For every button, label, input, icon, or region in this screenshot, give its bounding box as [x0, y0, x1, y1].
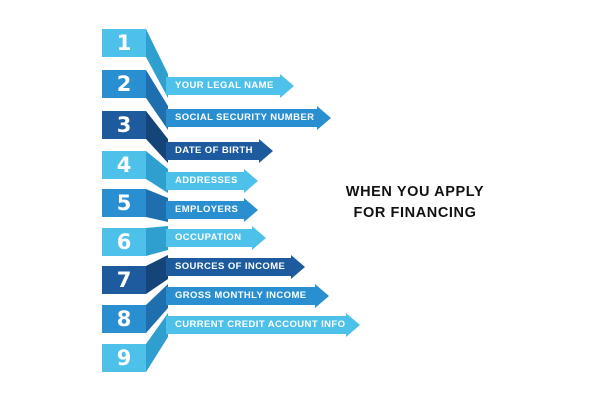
step-label-5: EMPLOYERS	[166, 201, 244, 219]
step-number-3: 3	[102, 111, 146, 139]
step-label-7: SOURCES OF INCOME	[166, 258, 291, 276]
step-label-9: CURRENT CREDIT ACCOUNT INFO	[166, 316, 346, 334]
arrow-head-icon	[291, 255, 305, 279]
step-connector-2	[146, 70, 168, 130]
headline-line-2: FOR FINANCING	[353, 205, 477, 221]
step-number-7: 7	[102, 266, 146, 294]
step-number-5: 5	[102, 189, 146, 217]
step-connector-8	[146, 284, 168, 333]
arrow-head-icon	[244, 169, 258, 193]
arrow-head-icon	[252, 226, 266, 250]
step-connector-9	[146, 313, 168, 372]
step-number-4: 4	[102, 151, 146, 179]
step-connector-4	[146, 151, 168, 193]
step-connector-3	[146, 111, 168, 163]
step-number-9: 9	[102, 344, 146, 372]
headline-line-1: WHEN YOU APPLY	[345, 184, 485, 200]
arrow-head-icon	[315, 284, 329, 308]
arrow-head-icon	[259, 139, 273, 163]
arrow-head-icon	[346, 313, 360, 337]
step-label-8: GROSS MONTHLY INCOME	[166, 287, 315, 305]
step-label-6: OCCUPATION	[166, 229, 252, 247]
step-label-3: DATE OF BIRTH	[166, 142, 259, 160]
step-label-2: SOCIAL SECURITY NUMBER	[166, 109, 317, 127]
step-connector-1	[146, 29, 168, 98]
step-number-1: 1	[102, 29, 146, 57]
arrow-head-icon	[317, 106, 331, 130]
step-connector-5	[146, 189, 168, 222]
step-number-2: 2	[102, 70, 146, 98]
arrow-head-icon	[280, 74, 294, 98]
step-label-1: YOUR LEGAL NAME	[166, 77, 280, 95]
step-number-6: 6	[102, 228, 146, 256]
headline: WHEN YOU APPLY FOR FINANCING	[320, 182, 510, 224]
step-label-4: ADDRESSES	[166, 172, 244, 190]
step-number-8: 8	[102, 305, 146, 333]
arrow-head-icon	[244, 198, 258, 222]
step-connector-6	[146, 226, 168, 256]
step-connector-7	[146, 255, 168, 294]
